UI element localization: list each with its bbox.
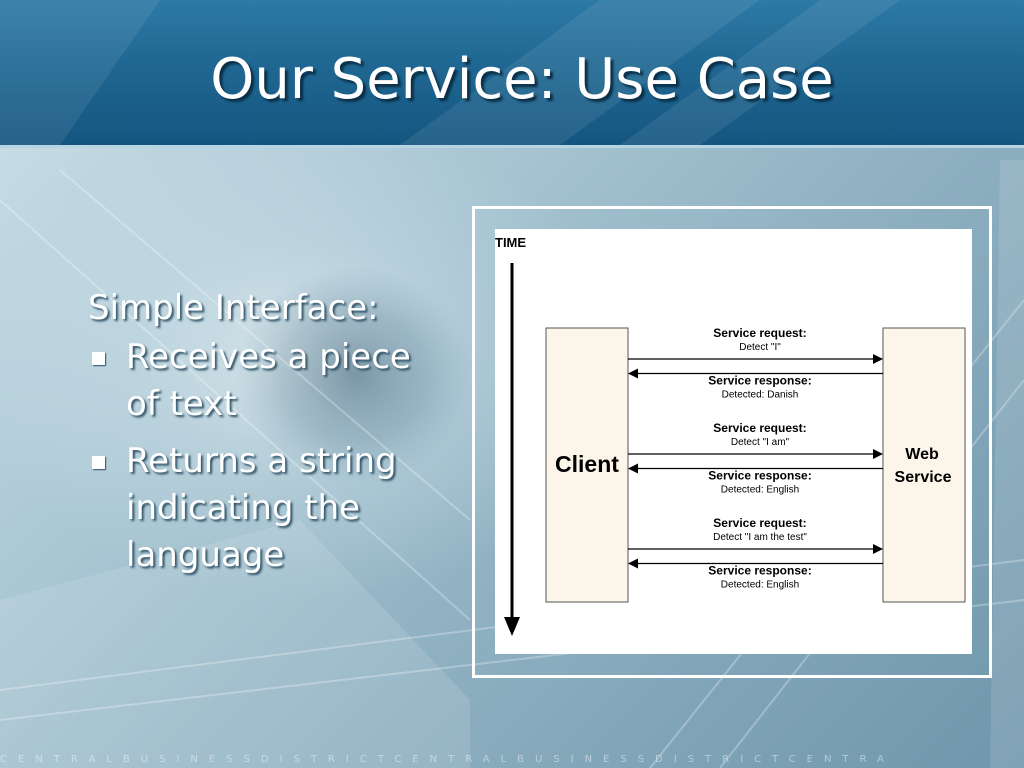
bullet-item: Returns a string indicating the language <box>88 438 433 579</box>
message-list: Service request: Detect "I" Service respon… <box>628 326 883 591</box>
diagram-frame <box>472 206 992 678</box>
client-label: Client <box>555 451 619 477</box>
bullet-list: Receives a piece of text Returns a strin… <box>88 334 433 579</box>
bullet-text: Returns a string indicating the language <box>126 441 397 575</box>
service-request-message: Service request: Detect "I am the test" <box>628 516 883 554</box>
message-detail: Detected: Danish <box>722 390 799 401</box>
message-detail: Detected: English <box>721 485 799 496</box>
time-label: TIME <box>495 235 526 250</box>
web-service-label-line1: Web <box>905 446 939 463</box>
title-bar-decoration <box>0 0 900 145</box>
time-arrow-head <box>504 617 520 636</box>
message-detail: Detected: English <box>721 580 799 591</box>
service-response-message: Service response: Detected: English <box>628 463 883 496</box>
slide-title: Our Service: Use Case <box>210 47 834 112</box>
message-detail: Detect "I" <box>739 342 781 353</box>
message-title: Service response: <box>708 374 811 388</box>
intro-text: Simple Interface: <box>88 288 379 328</box>
service-request-message: Service request: Detect "I am" <box>628 421 883 459</box>
message-title: Service response: <box>708 469 811 483</box>
title-bar: Our Service: Use Case <box>0 0 1024 148</box>
footer-watermark: CENTRALBUSINESSDISTRICTCENTRALBUSINESSDI… <box>0 754 895 765</box>
message-detail: Detect "I am" <box>731 437 790 448</box>
message-detail: Detect "I am the test" <box>713 532 807 543</box>
service-response-message: Service response: Detected: English <box>628 558 883 591</box>
bullet-section: Simple Interface: Receives a piece of te… <box>88 286 433 589</box>
square-bullet-icon <box>92 352 105 365</box>
diagram-panel: TIME Client Web Service Service request:… <box>495 229 972 654</box>
message-title: Service request: <box>713 326 806 340</box>
web-service-label-line2: Service <box>895 469 952 486</box>
bullet-item: Receives a piece of text <box>88 334 433 428</box>
square-bullet-icon <box>92 456 105 469</box>
web-service-lifeline <box>882 327 966 603</box>
message-title: Service request: <box>713 516 806 530</box>
sequence-diagram: TIME Client Web Service Service request:… <box>495 235 966 636</box>
service-response-message: Service response: Detected: Danish <box>628 368 883 401</box>
message-title: Service response: <box>708 564 811 578</box>
service-request-message: Service request: Detect "I" <box>628 326 883 364</box>
bullet-text: Receives a piece of text <box>126 337 411 424</box>
message-title: Service request: <box>713 421 806 435</box>
